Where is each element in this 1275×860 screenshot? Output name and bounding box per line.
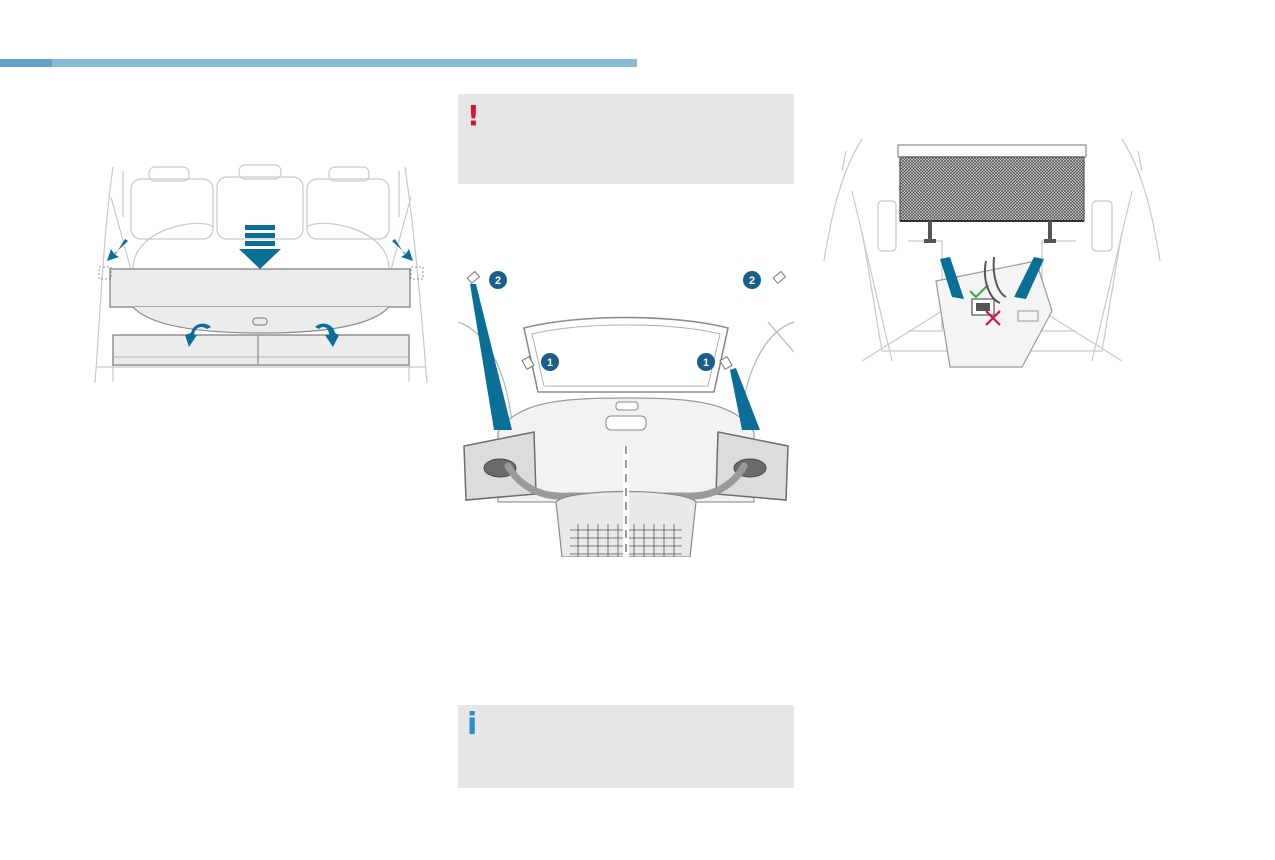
- svg-text:1: 1: [547, 357, 553, 369]
- svg-text:1: 1: [703, 357, 709, 369]
- header-bar: [0, 59, 637, 67]
- rear-shelf-drawing: [94, 164, 428, 384]
- header-bar-accent: [0, 59, 52, 67]
- exclamation-icon: !: [467, 99, 480, 132]
- load-net-drawing: [823, 138, 1161, 368]
- anchor-points-drawing: 1 2 2 1: [458, 270, 794, 557]
- rear-shelf-illustration: [93, 157, 429, 387]
- callout-2-right: 2: [743, 271, 761, 289]
- callout-1-left: 1: [541, 353, 559, 371]
- callout-2-left: 2: [489, 271, 507, 289]
- info-icon: i: [467, 707, 478, 742]
- svg-text:2: 2: [749, 275, 755, 287]
- callout-1-right: 1: [697, 353, 715, 371]
- info-notice: i: [458, 705, 794, 788]
- warning-notice: !: [458, 94, 794, 184]
- cargo-net-anchor-illustration: 1 2 2 1: [458, 262, 794, 557]
- svg-text:2: 2: [495, 275, 501, 287]
- load-net-illustration: [822, 131, 1162, 371]
